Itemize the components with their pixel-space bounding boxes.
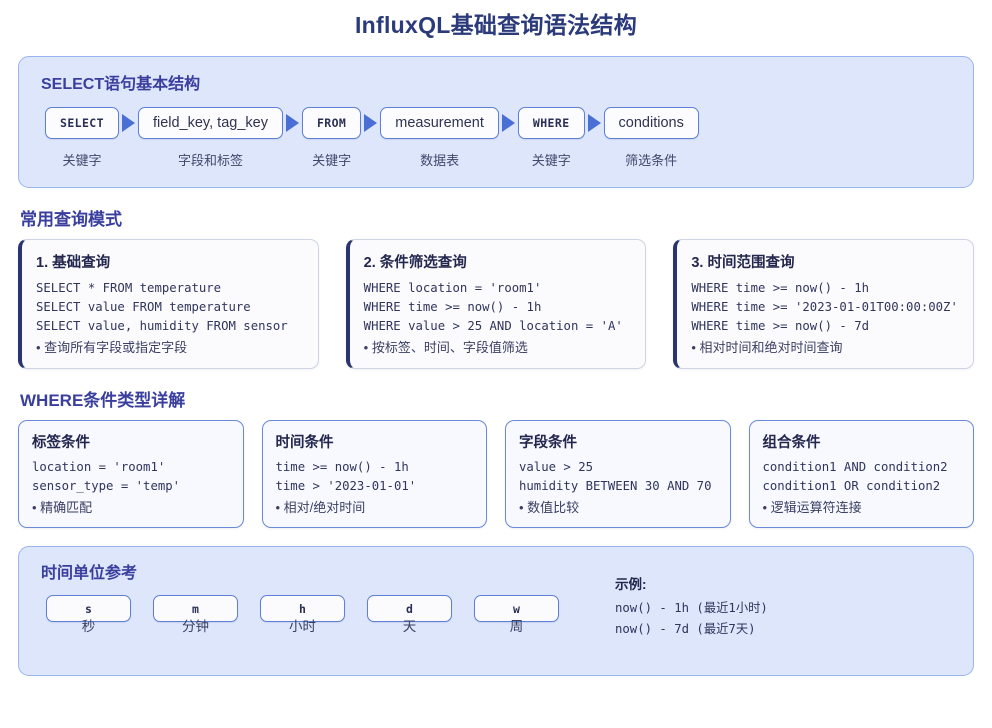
flow-step: FROM 关键字 [301, 107, 362, 169]
flow-arrow-icon [121, 114, 135, 132]
pattern-card-title: 1. 基础查询 [36, 255, 111, 271]
where-card-code-line: time > '2023-01-01' [275, 479, 417, 493]
flow-arrow-icon [364, 114, 378, 132]
pattern-card-code-line: WHERE value > 25 AND location = 'A' [363, 319, 623, 333]
where-card: 组合条件 condition1 AND condition2 condition1 … [748, 420, 974, 528]
pattern-card-code-line: SELECT value FROM temperature [36, 300, 251, 314]
pattern-card-code-line: SELECT * FROM temperature [36, 281, 222, 295]
where-card-code-line: condition1 AND condition2 [762, 460, 948, 474]
example-line: now() - 1h (最近1小时) [615, 601, 768, 615]
where-card-code-line: condition1 OR condition2 [762, 479, 941, 493]
select-structure-panel: SELECT语句基本结构 SELECT 关键字 field_key, tag_key… [18, 56, 974, 188]
flow-step-box[interactable]: WHERE [517, 107, 585, 139]
time-unit-symbol[interactable]: h [260, 595, 345, 622]
pattern-card-note: • 相对时间和绝对时间查询 [691, 340, 843, 355]
pattern-card: 3. 时间范围查询 WHERE time >= now() - 1h WHERE t… [673, 239, 975, 369]
example-line: now() - 7d (最近7天) [615, 622, 756, 636]
flow-step-box[interactable]: field_key, tag_key [137, 107, 283, 139]
flow-step-caption: 数据表 [420, 153, 460, 168]
flow-step-caption: 关键字 [62, 153, 102, 168]
where-card: 时间条件 time >= now() - 1h time > '2023-01-01… [261, 420, 487, 528]
where-card: 字段条件 value > 25 humidity BETWEEN 30 AND 70… [505, 420, 731, 528]
example-lines: now() - 1h (最近1小时) now() - 7d (最近7天) [615, 598, 768, 640]
time-unit-label: 天 [402, 619, 417, 634]
flow-arrow-icon [587, 114, 601, 132]
flow-step-box[interactable]: SELECT [45, 107, 119, 139]
flow-step: measurement 数据表 [380, 107, 499, 169]
where-card-title: 字段条件 [519, 435, 577, 451]
select-flow: SELECT 关键字 field_key, tag_key 字段和标签 FROM 关键字 m… [41, 107, 951, 169]
flow-arrow-icon [501, 114, 515, 132]
where-card-note: • 数值比较 [519, 500, 580, 515]
flow-step: SELECT 关键字 [45, 107, 119, 169]
time-unit-label: 周 [509, 619, 524, 634]
where-card-title: 标签条件 [32, 435, 90, 451]
time-unit-symbol[interactable]: m [153, 595, 238, 622]
flow-step-box[interactable]: FROM [301, 107, 362, 139]
where-card-title: 组合条件 [762, 435, 821, 451]
where-card-note: • 逻辑运算符连接 [762, 500, 862, 515]
where-card-code-line: time >= now() - 1h [275, 460, 409, 474]
pattern-card-title: 2. 条件筛选查询 [363, 255, 467, 271]
time-unit-symbol[interactable]: d [367, 595, 452, 622]
flow-step-box[interactable]: measurement [380, 107, 499, 139]
where-card-note: • 相对/绝对时间 [275, 500, 366, 515]
pattern-card-title: 3. 时间范围查询 [691, 255, 795, 271]
where-card-title: 时间条件 [275, 435, 334, 451]
where-card-code-line: humidity BETWEEN 30 AND 70 [519, 479, 712, 493]
flow-step-caption: 关键字 [531, 153, 571, 168]
pattern-card-code-line: WHERE time >= '2023-01-01T00:00:00Z' [691, 300, 958, 314]
flow-step: field_key, tag_key 字段和标签 [137, 107, 283, 169]
time-unit-symbol[interactable]: w [474, 595, 559, 622]
pattern-card-code-line: SELECT value, humidity FROM sensor [36, 319, 288, 333]
flow-step: conditions 筛选条件 [603, 107, 699, 169]
where-conditions-row: 标签条件 location = 'room1' sensor_type = 'tem… [18, 420, 974, 528]
pattern-card-code-line: WHERE location = 'room1' [363, 281, 542, 295]
where-card-note: • 精确匹配 [32, 500, 93, 515]
page-title: InfluxQL基础查询语法结构 [354, 12, 638, 38]
time-units-heading: 时间单位参考 [41, 565, 138, 582]
time-unit-symbol[interactable]: s [46, 595, 131, 622]
where-conditions-heading: WHERE条件类型详解 [20, 391, 186, 410]
pattern-card: 2. 条件筛选查询 WHERE location = 'room1' WHERE t… [345, 239, 647, 369]
common-patterns-heading: 常用查询模式 [20, 210, 122, 229]
pattern-card-code-line: WHERE time >= now() - 1h [363, 300, 542, 314]
where-card: 标签条件 location = 'room1' sensor_type = 'tem… [18, 420, 244, 528]
flow-step-caption: 筛选条件 [625, 153, 678, 168]
flow-arrow-icon [285, 114, 299, 132]
pattern-card-code-line: WHERE time >= now() - 1h [691, 281, 870, 295]
pattern-card-note: • 查询所有字段或指定字段 [36, 340, 188, 355]
pattern-card-code-line: WHERE time >= now() - 7d [691, 319, 870, 333]
time-unit-label: 小时 [289, 619, 316, 634]
time-unit-label: 分钟 [182, 619, 209, 634]
time-units-examples: 示例: now() - 1h (最近1小时) now() - 7d (最近7天) [611, 559, 768, 675]
where-card-code-line: sensor_type = 'temp' [32, 479, 181, 493]
flow-step-caption: 字段和标签 [177, 153, 243, 168]
pattern-card-note: • 按标签、时间、字段值筛选 [363, 340, 528, 355]
flow-step-box[interactable]: conditions [603, 107, 699, 139]
flow-step-caption: 关键字 [312, 153, 352, 168]
select-structure-heading: SELECT语句基本结构 [41, 76, 201, 93]
where-card-code-line: value > 25 [519, 460, 594, 474]
where-card-code-line: location = 'room1' [32, 460, 166, 474]
example-title: 示例: [615, 577, 647, 592]
flow-step: WHERE 关键字 [517, 107, 585, 169]
time-unit-label: 秒 [81, 619, 96, 634]
